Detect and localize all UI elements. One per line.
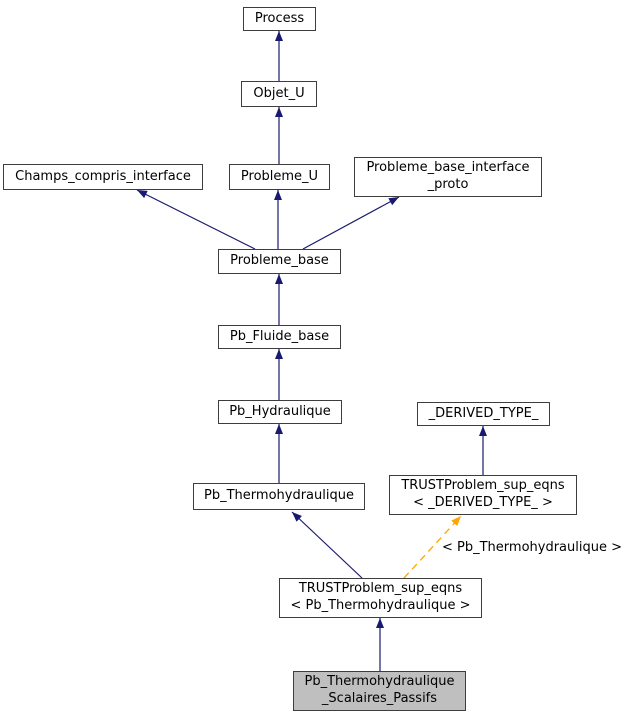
class-node-derived-type[interactable]: _DERIVED_TYPE_ [417,402,550,426]
template-instantiation-edge-label: < Pb_Thermohydraulique > [442,540,623,555]
class-node-trustproblem-sup-eqns-pb-thermohydraulique[interactable]: TRUSTProblem_sup_eqns < Pb_Thermohydraul… [279,578,482,618]
class-node-probleme-base-label: Probleme_base [230,253,329,269]
edge-probleme-base-to-champs-compris-interface [136,189,256,250]
class-node-probleme-base[interactable]: Probleme_base [218,249,341,274]
edge-probleme-base-to-probleme-base-interface-proto [302,196,400,250]
class-node-probleme-u-label: Probleme_U [240,168,319,184]
class-node-objet-u-label: Objet_U [253,85,305,101]
class-node-champs-compris-interface-label: Champs_compris_interface [15,168,191,184]
class-node-objet-u[interactable]: Objet_U [241,81,317,107]
class-node-process-label: Process [254,10,305,26]
class-node-champs-compris-interface[interactable]: Champs_compris_interface [3,164,203,190]
class-node-pb-thermohydraulique-scalaires-passifs: Pb_Thermohydraulique _Scalaires_Passifs [293,671,466,711]
edge-template-instantiation [403,515,462,579]
class-node-trustproblem-sup-eqns-pb-thermohydraulique-label: TRUSTProblem_sup_eqns < Pb_Thermohydraul… [290,581,471,613]
class-node-probleme-base-interface-proto[interactable]: Probleme_base_interface _proto [354,157,542,197]
class-node-pb-thermohydraulique[interactable]: Pb_Thermohydraulique [193,483,365,510]
class-node-pb-thermohydraulique-label: Pb_Thermohydraulique [204,488,354,504]
class-node-probleme-base-interface-proto-label: Probleme_base_interface _proto [366,160,530,192]
class-node-trustproblem-sup-eqns-derived-type-label: TRUSTProblem_sup_eqns < _DERIVED_TYPE_ > [401,478,565,510]
class-node-probleme-u[interactable]: Probleme_U [229,164,330,190]
class-node-trustproblem-sup-eqns-derived-type[interactable]: TRUSTProblem_sup_eqns < _DERIVED_TYPE_ > [389,475,577,515]
class-node-pb-thermohydraulique-scalaires-passifs-label: Pb_Thermohydraulique _Scalaires_Passifs [304,674,455,706]
class-node-derived-type-label: _DERIVED_TYPE_ [428,405,539,421]
class-node-pb-hydraulique[interactable]: Pb_Hydraulique [218,400,342,424]
class-node-process[interactable]: Process [243,7,316,31]
class-node-pb-fluide-base[interactable]: Pb_Fluide_base [218,325,341,349]
class-node-pb-fluide-base-label: Pb_Fluide_base [229,328,330,344]
edge-trust-sup-eqns-pb-thermo-to-pb-thermohydraulique [291,511,363,579]
class-node-pb-hydraulique-label: Pb_Hydraulique [229,403,331,419]
